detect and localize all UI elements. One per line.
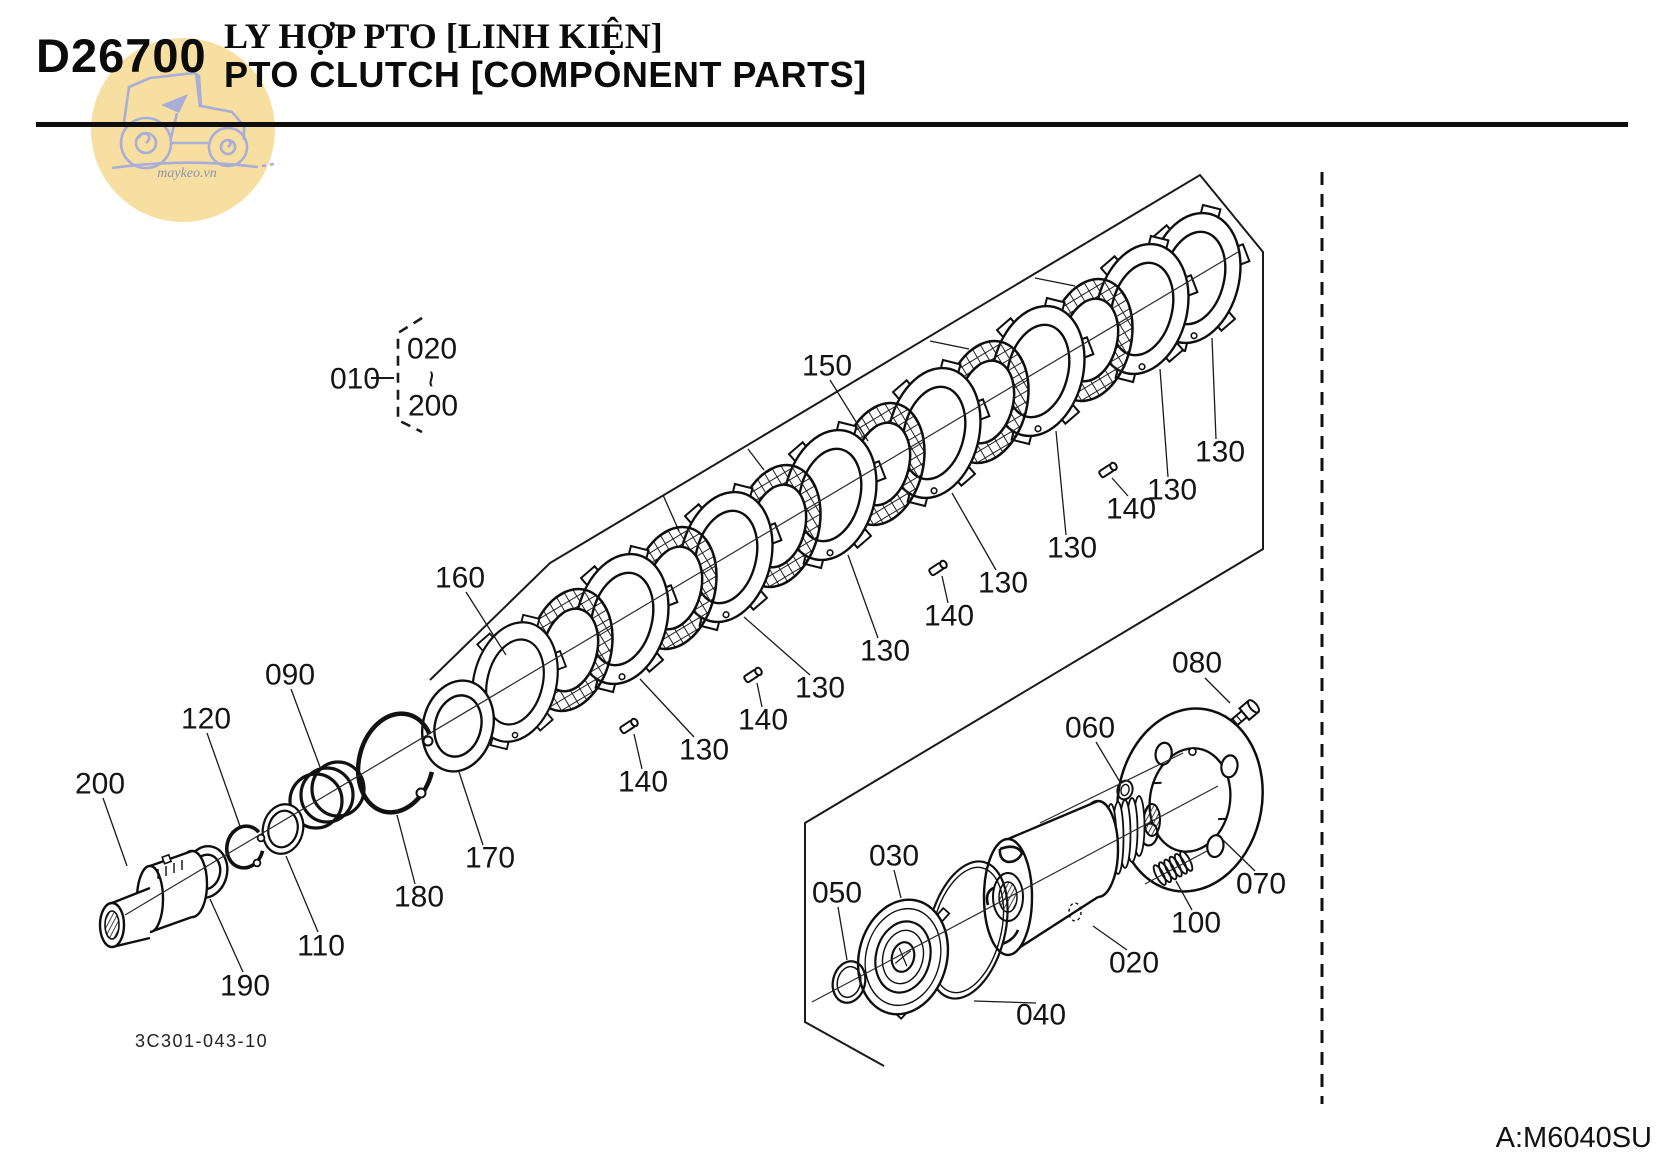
page-title-english: PTO CLUTCH [COMPONENT PARTS] xyxy=(224,54,867,95)
part-label-180: 180 xyxy=(394,881,444,914)
part-number-labels: 010020~200150160130130130130130130130140… xyxy=(75,333,1286,1032)
page-title-vietnamese: LY HỢP PTO [LINH KIỆN] xyxy=(224,16,663,56)
part-label-range-tilde: ~ xyxy=(415,370,448,388)
part-label-140-4: 140 xyxy=(1106,493,1156,526)
part-label-020: 020 xyxy=(1109,947,1159,980)
clutch-disc-stack xyxy=(453,193,1262,760)
header: D26700 LY HỢP PTO [LINH KIỆN] PTO CLUTCH… xyxy=(36,16,1628,127)
page-code: D26700 xyxy=(36,29,207,82)
piston-030 xyxy=(856,898,951,1020)
part-label-140-1: 140 xyxy=(618,766,668,799)
model-code: A:M6040SU xyxy=(1496,1122,1652,1152)
part-label-range-020: 020 xyxy=(407,333,457,366)
part-label-070: 070 xyxy=(1236,868,1286,901)
part-label-060: 060 xyxy=(1065,712,1115,745)
watermark-logo: maykeo.vn xyxy=(91,38,275,222)
part-label-130-5: 130 xyxy=(1047,532,1097,565)
part-label-130-3: 130 xyxy=(860,635,910,668)
watermark-text: maykeo.vn xyxy=(157,166,216,181)
part-label-130-2: 130 xyxy=(795,672,845,705)
coupling-200 xyxy=(98,849,209,949)
part-label-200: 200 xyxy=(75,768,125,801)
coil-spring-090 xyxy=(288,760,366,830)
part-label-130-6: 130 xyxy=(1147,474,1197,507)
part-label-110: 110 xyxy=(297,930,345,963)
part-label-100: 100 xyxy=(1171,907,1221,940)
ring-110 xyxy=(261,803,305,855)
snap-ring-180 xyxy=(355,711,437,815)
figure-code: 3C301-043-10 xyxy=(135,1031,268,1051)
part-label-140-2: 140 xyxy=(738,704,788,737)
part-label-010: 010 xyxy=(330,363,380,396)
ref-group-bracket xyxy=(371,316,423,434)
center-lines xyxy=(124,251,1239,1003)
part-label-190: 190 xyxy=(220,970,270,1003)
part-label-130-7: 130 xyxy=(1195,436,1245,469)
o-ring-050 xyxy=(831,960,867,1004)
part-label-090: 090 xyxy=(265,659,315,692)
part-label-160: 160 xyxy=(435,562,485,595)
part-label-140-3: 140 xyxy=(924,600,974,633)
part-label-130-1: 130 xyxy=(679,734,729,767)
set-spring-100 xyxy=(1152,850,1194,886)
leader-lines xyxy=(102,337,1256,1004)
end-plate-070 xyxy=(1116,707,1264,893)
friction-disc-branch-leaders xyxy=(662,277,1076,532)
tractor-icon xyxy=(111,71,275,170)
snap-ring-120 xyxy=(225,824,266,870)
part-label-040: 040 xyxy=(1016,999,1066,1032)
backdrop-sheet-outline xyxy=(429,173,1264,1067)
part-label-120: 120 xyxy=(181,703,231,736)
part-label-range-200: 200 xyxy=(408,390,458,423)
clutch-drum-020 xyxy=(982,795,1161,957)
part-label-080: 080 xyxy=(1172,647,1222,680)
washer-170 xyxy=(421,679,495,773)
part-label-030: 030 xyxy=(869,840,919,873)
part-label-130-4: 130 xyxy=(978,567,1028,600)
part-label-050: 050 xyxy=(812,877,862,910)
part-label-150: 150 xyxy=(802,350,852,383)
part-label-170: 170 xyxy=(465,842,515,875)
header-rule xyxy=(36,122,1628,127)
